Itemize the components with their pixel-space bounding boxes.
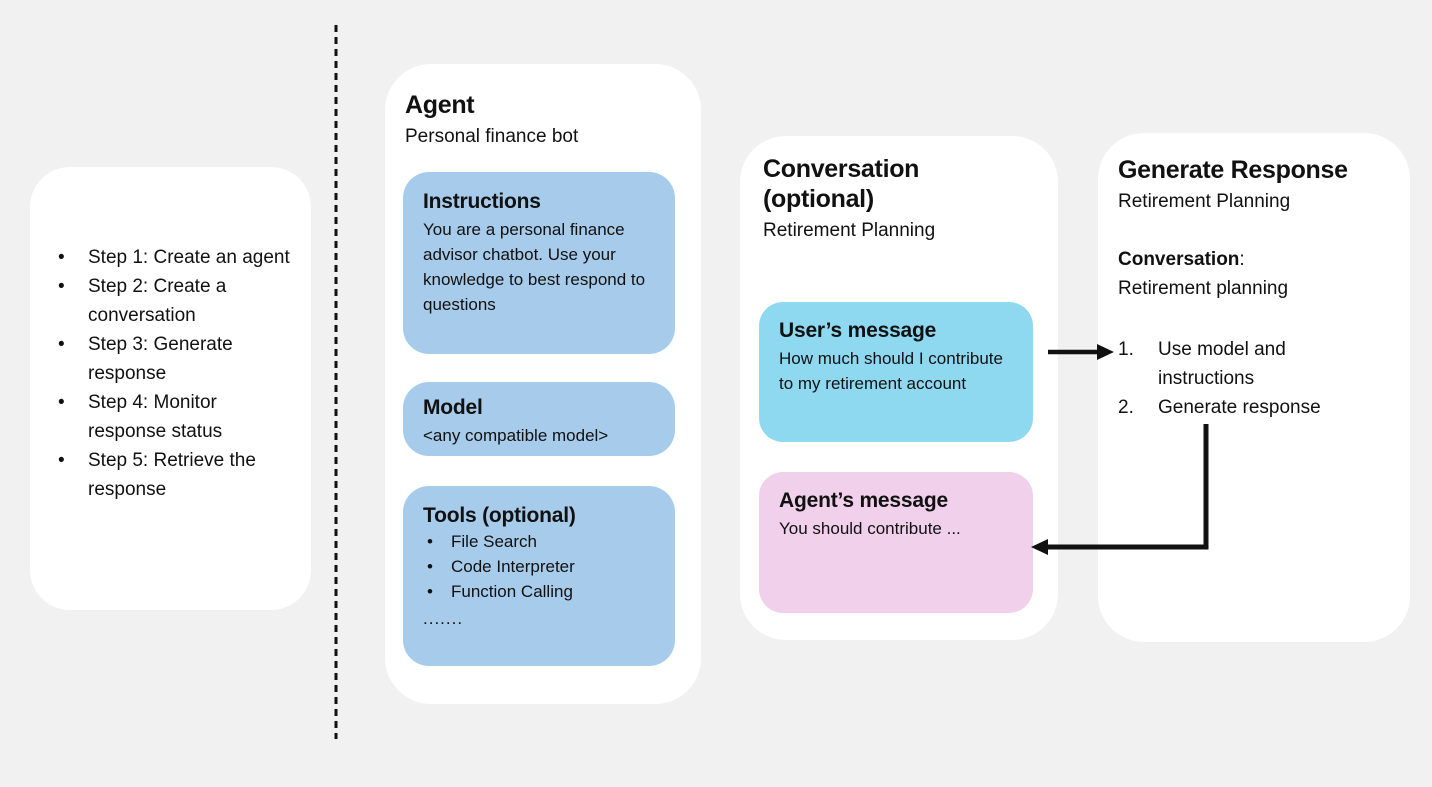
step-text: Step 1: Create an agent	[88, 247, 290, 268]
instructions-box: Instructions You are a personal finance …	[403, 172, 675, 354]
conversation-label: Conversation	[1118, 249, 1240, 270]
step-text: Step 2: Create a conversation	[88, 276, 227, 326]
bullet-icon: •	[58, 392, 65, 413]
list-item: • Step 4: Monitor response status	[58, 388, 295, 446]
instructions-title: Instructions	[423, 190, 541, 213]
tools-ellipsis: .......	[423, 609, 464, 628]
bullet-icon: •	[427, 532, 433, 551]
conversation-colon: :	[1239, 249, 1245, 270]
model-body: <any compatible model>	[423, 426, 609, 445]
tools-box: Tools (optional) • File Search • Code In…	[403, 486, 675, 666]
generate-card-title: Generate Response	[1118, 156, 1348, 184]
conversation-title-line2: (optional)	[763, 185, 874, 213]
list-text: Use model and instructions	[1158, 339, 1286, 389]
tool-text: Code Interpreter	[451, 557, 575, 576]
bullet-icon: •	[58, 276, 65, 297]
model-title: Model	[423, 396, 483, 419]
step-text: Step 3: Generate response	[88, 334, 233, 384]
generate-card-subtitle: Retirement Planning	[1118, 191, 1291, 212]
bullet-icon: •	[58, 334, 65, 355]
agent-message-body: You should contribute ...	[779, 519, 961, 538]
list-item: • Code Interpreter	[423, 554, 655, 579]
tool-text: Function Calling	[451, 582, 573, 601]
user-message-body: How much should I contribute to my retir…	[779, 349, 1003, 393]
bullet-icon: •	[427, 582, 433, 601]
list-item: • File Search	[423, 529, 655, 554]
steps-card: • Step 1: Create an agent • Step 2: Crea…	[30, 167, 311, 610]
list-number: 1.	[1118, 339, 1134, 360]
list-number: 2.	[1118, 397, 1134, 418]
conversation-card-title: Conversation (optional)	[763, 154, 935, 214]
list-item: • Step 3: Generate response	[58, 330, 295, 388]
generate-card-header: Generate Response Retirement Planning	[1118, 155, 1348, 214]
list-text: Generate response	[1158, 397, 1321, 418]
model-box: Model <any compatible model>	[403, 382, 675, 456]
tool-text: File Search	[451, 532, 537, 551]
bullet-icon: •	[427, 557, 433, 576]
agent-card-subtitle: Personal finance bot	[405, 126, 579, 147]
list-item: 1. Use model and instructions	[1118, 335, 1363, 393]
generate-steps-list: 1. Use model and instructions 2. Generat…	[1118, 335, 1363, 422]
conversation-card-subtitle: Retirement Planning	[763, 220, 936, 241]
bullet-icon: •	[58, 450, 65, 471]
agent-card-title: Agent	[405, 91, 475, 119]
list-item: • Step 2: Create a conversation	[58, 272, 295, 330]
bullet-icon: •	[58, 247, 65, 268]
steps-list: • Step 1: Create an agent • Step 2: Crea…	[58, 243, 295, 504]
user-message-box: User’s message How much should I contrib…	[759, 302, 1033, 442]
agent-card: Agent Personal finance bot Instructions …	[385, 64, 701, 704]
agent-card-header: Agent Personal finance bot	[405, 90, 578, 149]
user-message-title: User’s message	[779, 319, 937, 342]
agent-message-title: Agent’s message	[779, 489, 948, 512]
step-text: Step 4: Monitor response status	[88, 392, 223, 442]
agent-message-box: Agent’s message You should contribute ..…	[759, 472, 1033, 613]
conversation-title-line1: Conversation	[763, 155, 920, 183]
conversation-card: Conversation (optional) Retirement Plann…	[740, 136, 1058, 640]
list-item: • Step 5: Retrieve the response	[58, 446, 295, 504]
generate-conversation-block: Conversation: Retirement planning	[1118, 245, 1288, 303]
list-item: 2. Generate response	[1118, 393, 1363, 422]
generate-conversation-label-line: Conversation:	[1118, 245, 1288, 274]
generate-response-card: Generate Response Retirement Planning Co…	[1098, 133, 1410, 642]
list-item: • Function Calling	[423, 579, 655, 604]
instructions-body: You are a personal finance advisor chatb…	[423, 220, 646, 314]
conversation-card-header: Conversation (optional) Retirement Plann…	[763, 154, 935, 243]
conversation-value: Retirement planning	[1118, 278, 1289, 299]
step-text: Step 5: Retrieve the response	[88, 450, 256, 500]
list-item: • Step 1: Create an agent	[58, 243, 295, 272]
tools-title: Tools (optional)	[423, 504, 576, 527]
